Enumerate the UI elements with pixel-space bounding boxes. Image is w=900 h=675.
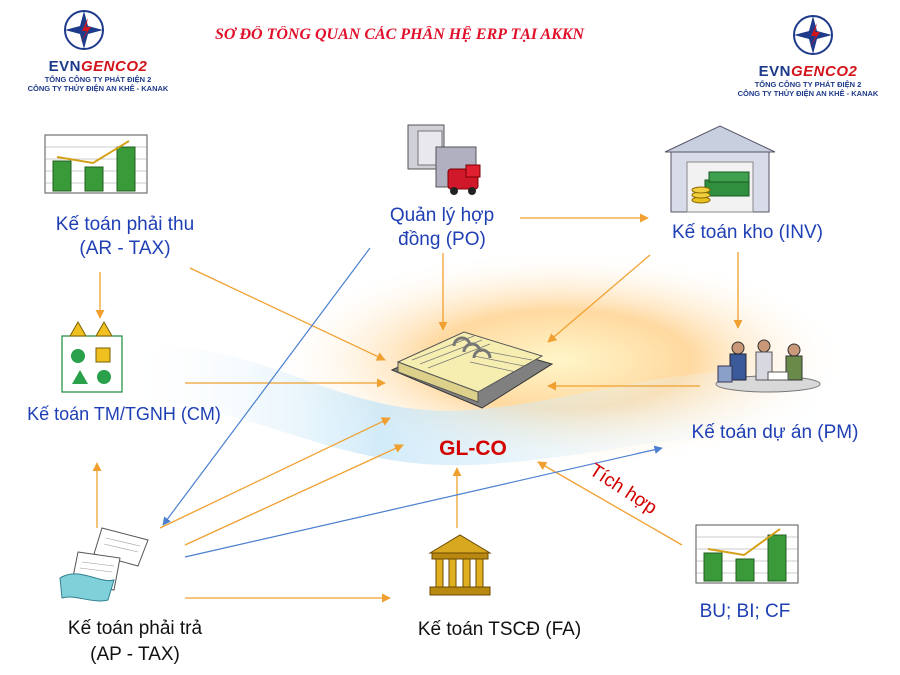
node-po: Quản lý hợp đồng (PO) <box>362 204 522 252</box>
logo-left-line1: TỔNG CÔNG TY PHÁT ĐIỆN 2 <box>44 75 152 84</box>
logo-right-emblem <box>793 15 833 55</box>
logo-right-line2: CÔNG TY THỦY ĐIỆN AN KHÊ - KANAK <box>737 89 879 98</box>
node-ap-line1: Kế toán phải trả <box>67 618 203 639</box>
flow-arrows <box>92 213 743 603</box>
node-ar-line2: (AR - TAX) <box>79 238 171 259</box>
page-title: SƠ ĐỒ TỔNG QUAN CÁC PHÂN HỆ ERP TẠI AKKN <box>215 26 585 43</box>
node-fa: Kế toán TSCĐ (FA) <box>392 617 607 643</box>
node-cm-line1: Kế toán TM/TGNH (CM) <box>27 404 221 424</box>
arrow-ar-to-gl <box>189 267 386 361</box>
logo-left: EVNGENCO2 TỔNG CÔNG TY PHÁT ĐIỆN 2 CÔNG … <box>18 58 178 93</box>
node-fa-line1: Kế toán TSCĐ (FA) <box>417 619 582 640</box>
arrow-ap-to-gl-1 <box>159 417 391 529</box>
node-ar-line1: Kế toán phải thu <box>55 214 195 235</box>
arrow-bu-to-gl <box>537 461 683 546</box>
bu-chart-icon <box>695 524 799 584</box>
logo-left-brand: EVNGENCO2 <box>48 58 148 75</box>
truck-icon <box>407 124 481 195</box>
arrow-po-to-ap <box>162 247 371 526</box>
logo-right-brand: EVNGENCO2 <box>758 63 858 80</box>
node-gl-line1: GL-CO <box>439 437 507 460</box>
cm-shapes-icon <box>61 320 123 393</box>
node-gl: GL-CO <box>418 437 528 461</box>
node-po-line2: đồng (PO) <box>398 229 486 250</box>
arrow-ap-to-pm <box>184 445 663 558</box>
node-bu: BU; BI; CF <box>680 600 810 624</box>
node-ap: Kế toán phải trả (AP - TAX) <box>40 616 230 668</box>
node-cm: Kế toán TM/TGNH (CM) <box>8 402 240 426</box>
node-pm-line1: Kế toán dự án (PM) <box>691 422 859 443</box>
node-inv-line1: Kế toán kho (INV) <box>671 222 824 243</box>
node-inv: Kế toán kho (INV) <box>640 221 855 245</box>
arrow-inv-to-gl <box>547 254 651 343</box>
warehouse-icon <box>664 125 776 213</box>
logo-right-line1: TỔNG CÔNG TY PHÁT ĐIỆN 2 <box>754 80 862 89</box>
ar-chart-icon <box>44 134 148 194</box>
ledger-book-icon <box>390 331 554 409</box>
node-ap-line2: (AP - TAX) <box>90 644 180 665</box>
bank-building-icon <box>428 534 492 596</box>
arrow-ap-to-gl-2 <box>184 444 404 546</box>
background-wave <box>120 347 860 466</box>
logo-left-line2: CÔNG TY THỦY ĐIỆN AN KHÊ - KANAK <box>27 84 169 93</box>
team-meeting-icon <box>715 339 821 393</box>
node-ar: Kế toán phải thu (AR - TAX) <box>20 213 230 261</box>
logo-left-emblem <box>64 10 104 50</box>
node-bu-line1: BU; BI; CF <box>699 601 791 622</box>
logo-right: EVNGENCO2 TỔNG CÔNG TY PHÁT ĐIỆN 2 CÔNG … <box>728 63 888 98</box>
node-pm: Kế toán dự án (PM) <box>665 421 885 445</box>
papers-icon <box>59 527 149 602</box>
node-po-line1: Quản lý hợp <box>389 205 495 226</box>
